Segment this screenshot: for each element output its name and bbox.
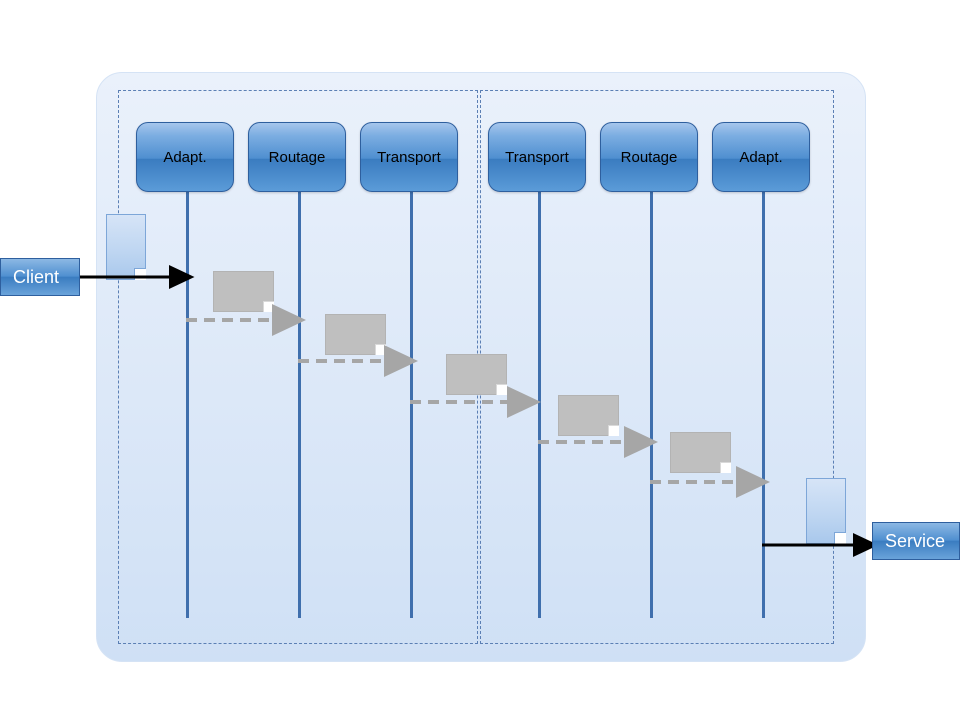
message-box-5 [670,432,731,473]
lifeline-right-adapt [762,190,765,618]
service-endpoint-label[interactable]: Service [872,522,960,560]
column-header-left-adapt[interactable]: Adapt. [136,122,234,192]
message-box-3 [446,354,507,395]
column-header-label: Transport [505,148,569,166]
column-header-label: Routage [620,148,678,166]
client-document-icon [106,214,146,280]
lifeline-right-routage [650,190,653,618]
column-header-right-adapt[interactable]: Adapt. [712,122,810,192]
service-document-icon [806,478,846,544]
lifeline-left-transport [410,190,413,618]
client-endpoint-label[interactable]: Client [0,258,80,296]
column-header-label: Routage [268,148,326,166]
lifeline-right-transport [538,190,541,618]
column-header-label: Adapt. [739,148,783,166]
message-box-4 [558,395,619,436]
column-header-right-routage[interactable]: Routage [600,122,698,192]
column-header-label: Adapt. [163,148,207,166]
lifeline-left-routage [298,190,301,618]
message-box-1 [213,271,274,312]
client-label-text: Client [13,266,60,287]
lifeline-left-adapt [186,190,189,618]
message-box-2 [325,314,386,355]
column-header-left-routage[interactable]: Routage [248,122,346,192]
column-header-left-transport[interactable]: Transport [360,122,458,192]
service-label-text: Service [885,530,946,551]
column-header-right-transport[interactable]: Transport [488,122,586,192]
column-header-label: Transport [377,148,441,166]
